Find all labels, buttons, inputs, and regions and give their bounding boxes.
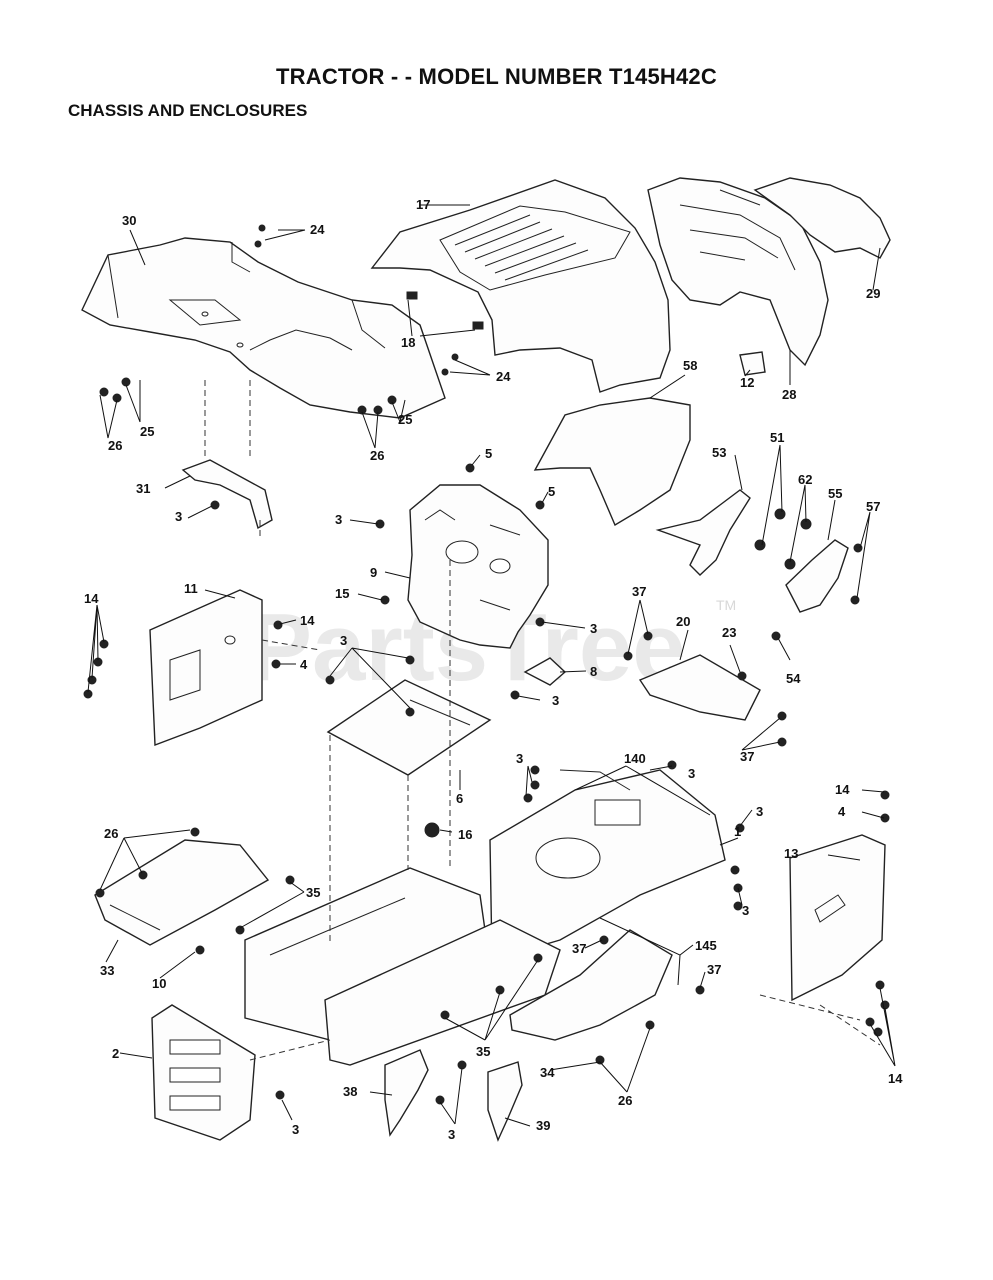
part-38-bracket xyxy=(384,1049,429,1137)
part-33-footrest xyxy=(94,839,270,946)
callout-3j: 3 xyxy=(448,1127,455,1142)
part-1-main-frame xyxy=(489,769,726,961)
callout-26d: 26 xyxy=(618,1093,632,1108)
part-18-clip xyxy=(406,291,418,300)
part-13-side-panel xyxy=(789,834,886,1002)
callout-12: 12 xyxy=(740,375,754,390)
callout-14d: 14 xyxy=(888,1071,903,1086)
callout-30: 30 xyxy=(122,213,136,228)
callout-3e: 3 xyxy=(552,693,559,708)
callout-24b: 24 xyxy=(496,369,511,384)
callout-35b: 35 xyxy=(476,1044,490,1059)
callout-16: 16 xyxy=(458,827,472,842)
callout-10: 10 xyxy=(152,976,166,991)
callout-8: 8 xyxy=(590,664,597,679)
part-30-fender xyxy=(81,237,446,419)
callout-3: 3 xyxy=(175,509,182,524)
callout-14b: 14 xyxy=(300,613,315,628)
callout-17: 17 xyxy=(416,197,430,212)
callout-23: 23 xyxy=(722,625,736,640)
part-34-footrest xyxy=(509,929,673,1041)
callout-51: 51 xyxy=(770,430,784,445)
part-2-front-plate xyxy=(151,1004,256,1141)
callout-33: 33 xyxy=(100,963,114,978)
callout-29: 29 xyxy=(866,286,880,301)
callout-3h: 3 xyxy=(756,804,763,819)
part-29-nose xyxy=(753,177,891,259)
part-12-clip xyxy=(739,351,766,376)
callout-3i: 3 xyxy=(742,903,749,918)
callout-39: 39 xyxy=(536,1118,550,1133)
part-9-dash-tower xyxy=(407,484,549,649)
callout-62: 62 xyxy=(798,472,812,487)
page-title: TRACTOR - - MODEL NUMBER T145H42C xyxy=(276,64,717,89)
callout-54: 54 xyxy=(786,671,801,686)
callout-3c: 3 xyxy=(590,621,597,636)
callout-37d: 37 xyxy=(707,962,721,977)
callout-37c: 37 xyxy=(572,941,586,956)
callout-5b: 5 xyxy=(548,484,555,499)
leader-lines xyxy=(87,204,896,1127)
callout-6: 6 xyxy=(456,791,463,806)
watermark-tm: TM xyxy=(716,597,736,613)
callout-13: 13 xyxy=(784,846,798,861)
part-11-side-panel xyxy=(149,589,263,746)
callout-18: 18 xyxy=(401,335,415,350)
callout-37: 37 xyxy=(632,584,646,599)
callout-24: 24 xyxy=(310,222,325,237)
part-55-bracket xyxy=(785,539,849,613)
callout-9: 9 xyxy=(370,565,377,580)
callout-37b: 37 xyxy=(740,749,754,764)
callout-55: 55 xyxy=(828,486,842,501)
section-title: CHASSIS AND ENCLOSURES xyxy=(68,101,308,120)
part-58-dash xyxy=(533,397,691,527)
hardware xyxy=(83,224,890,1105)
part-18-clip-b xyxy=(472,321,484,330)
callout-3d: 3 xyxy=(340,633,347,648)
callout-5: 5 xyxy=(485,446,492,461)
part-53-bracket xyxy=(655,489,751,576)
callout-4b: 4 xyxy=(838,804,846,819)
callout-26b: 26 xyxy=(370,448,384,463)
callout-38: 38 xyxy=(343,1084,357,1099)
callout-25b: 25 xyxy=(398,412,412,427)
callout-2: 2 xyxy=(112,1046,119,1061)
callout-14: 14 xyxy=(84,591,99,606)
part-20-bracket xyxy=(638,654,761,721)
callout-53: 53 xyxy=(712,445,726,460)
callout-3f: 3 xyxy=(516,751,523,766)
callout-35: 35 xyxy=(306,885,320,900)
callout-14c: 14 xyxy=(835,782,850,797)
callout-25: 25 xyxy=(140,424,154,439)
callout-26: 26 xyxy=(108,438,122,453)
callout-140: 140 xyxy=(624,751,646,766)
callout-26c: 26 xyxy=(104,826,118,841)
callout-4: 4 xyxy=(300,657,308,672)
callout-145: 145 xyxy=(695,938,717,953)
alignment-lines xyxy=(204,380,881,1061)
part-31-bracket xyxy=(181,459,273,530)
callout-1: 1 xyxy=(734,824,741,839)
callouts: 30 24 17 29 18 24 12 28 26 25 26 25 58 5… xyxy=(84,197,903,1142)
callout-3b: 3 xyxy=(335,512,342,527)
callout-11: 11 xyxy=(184,581,198,596)
callout-58: 58 xyxy=(683,358,697,373)
part-17-hood xyxy=(370,179,671,393)
callout-3k: 3 xyxy=(292,1122,299,1137)
part-39-bracket xyxy=(487,1061,523,1142)
callout-31: 31 xyxy=(136,481,150,496)
callout-3g: 3 xyxy=(688,766,695,781)
callout-57: 57 xyxy=(866,499,880,514)
callout-28: 28 xyxy=(782,387,796,402)
callout-34: 34 xyxy=(540,1065,555,1080)
part-grille-housing xyxy=(647,177,829,367)
callout-15: 15 xyxy=(335,586,349,601)
callout-20: 20 xyxy=(676,614,690,629)
